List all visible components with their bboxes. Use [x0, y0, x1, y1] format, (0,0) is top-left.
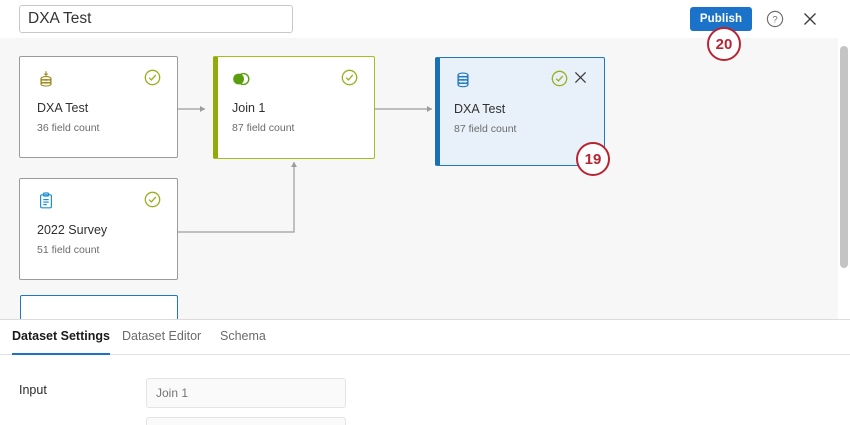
node-title: Join 1: [232, 101, 266, 115]
clipboard-survey-icon: [36, 191, 56, 211]
status-badge-check: [144, 69, 161, 86]
node-title: DXA Test: [37, 101, 89, 115]
flow-node-dxa-test-source[interactable]: DXA Test 36 field count: [19, 56, 178, 158]
dataset-title-input[interactable]: [19, 5, 293, 33]
status-badge-check: [551, 70, 568, 87]
join-venn-icon: [231, 69, 251, 89]
status-badge-check: [144, 191, 161, 208]
annotation-badge-20: 20: [707, 27, 741, 61]
node-field-count: 51 field count: [37, 244, 100, 256]
details-panel: Dataset Settings Dataset Editor Schema I…: [0, 319, 850, 425]
field-row-partial[interactable]: [146, 417, 346, 425]
tab-schema[interactable]: Schema: [220, 329, 266, 343]
flow-node-partial[interactable]: [20, 295, 178, 319]
flow-node-join-1[interactable]: Join 1 87 field count: [213, 56, 375, 159]
flow-node-2022-survey[interactable]: 2022 Survey 51 field count: [19, 178, 178, 280]
field-row-input: Input: [0, 378, 850, 408]
node-field-count: 36 field count: [37, 122, 100, 134]
status-badge-check: [341, 69, 358, 86]
tab-dataset-editor[interactable]: Dataset Editor: [122, 329, 202, 343]
input-source-field[interactable]: [146, 378, 346, 408]
window-header: Publish ?: [0, 0, 850, 38]
field-label-input: Input: [19, 383, 47, 397]
node-close-icon[interactable]: [573, 70, 588, 85]
database-icon: [453, 70, 473, 90]
node-field-count: 87 field count: [454, 123, 517, 135]
canvas-scrollbar-thumb[interactable]: [840, 46, 848, 268]
flow-canvas[interactable]: DXA Test 36 field count: [0, 38, 850, 319]
annotation-badge-19: 19: [576, 142, 610, 176]
question-circle-icon[interactable]: ?: [766, 10, 784, 28]
tab-dataset-settings[interactable]: Dataset Settings: [12, 329, 110, 355]
node-title: 2022 Survey: [37, 223, 108, 237]
close-icon[interactable]: [801, 10, 819, 28]
node-field-count: 87 field count: [232, 122, 295, 134]
details-tabs: Dataset Settings Dataset Editor Schema: [0, 320, 850, 355]
data-source-icon: [36, 69, 56, 89]
canvas-scrollbar[interactable]: [838, 38, 850, 319]
node-title: DXA Test: [454, 102, 506, 116]
flow-node-dxa-test-output[interactable]: DXA Test 87 field count: [435, 57, 605, 166]
svg-text:?: ?: [772, 15, 777, 26]
